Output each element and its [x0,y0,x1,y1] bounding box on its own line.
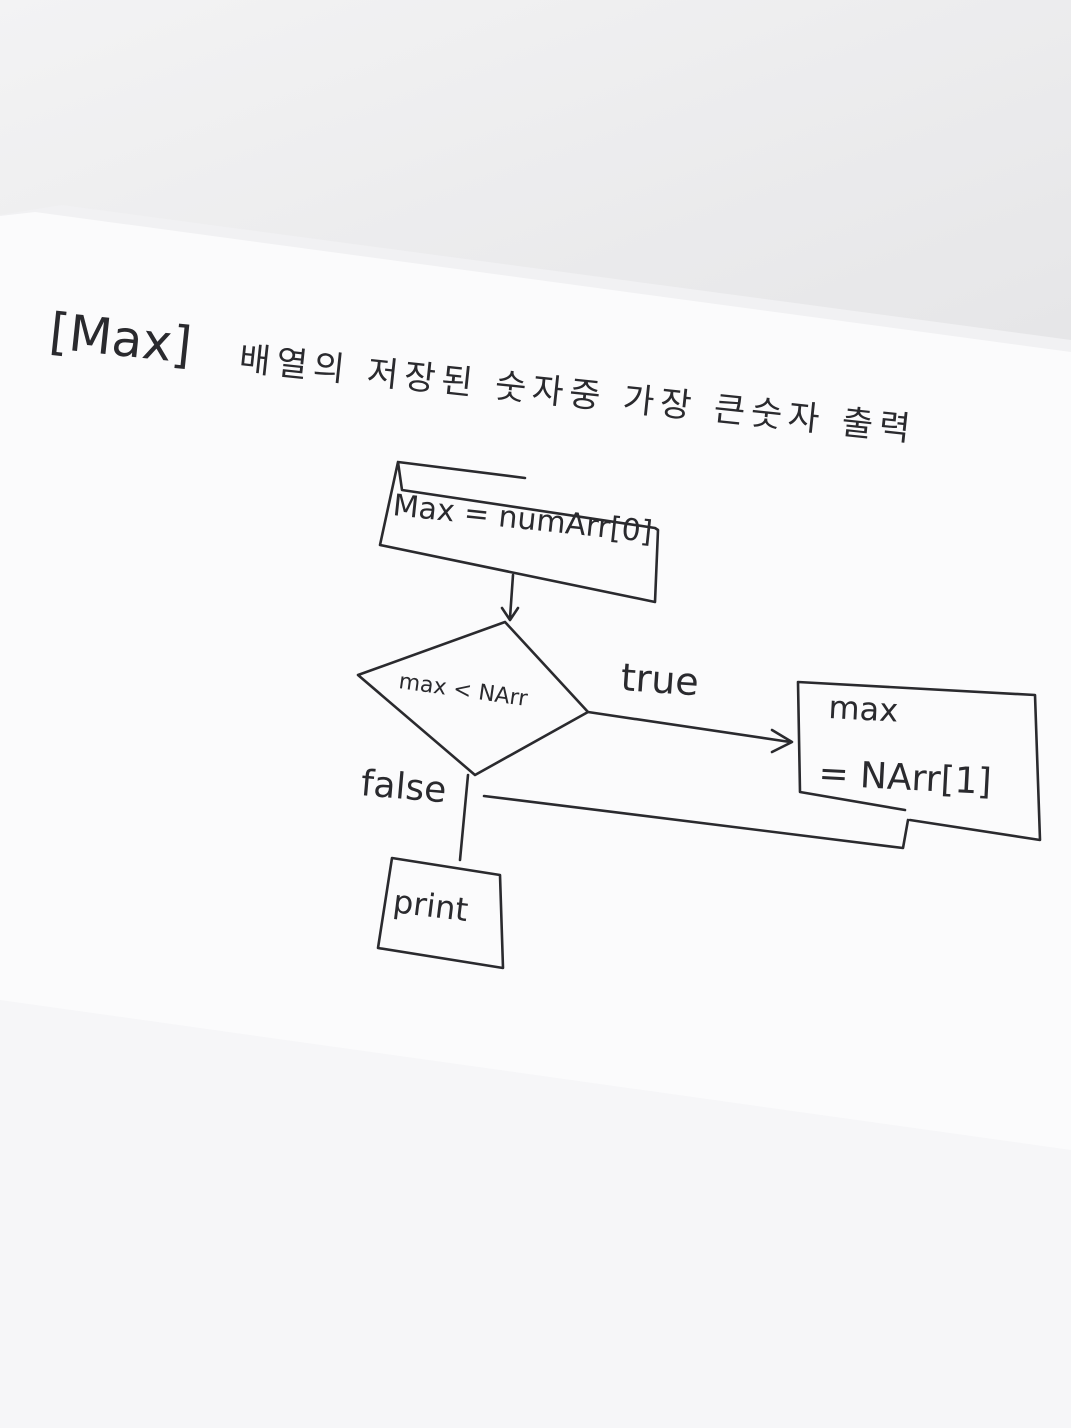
decision-diamond [356,620,590,777]
assignment-process-box [796,680,1042,842]
decision-condition-label: max < NArr [397,669,530,712]
title-description: 배열의 저장된 숫자중 가장 큰숫자 출력 [237,339,918,450]
init-to-decision-arrow [500,573,520,622]
title-bracket-label: [Max] [47,302,195,375]
init-process-box [378,460,660,604]
false-branch-label: false [359,763,448,811]
true-branch-label: true [619,655,700,704]
loop-back-line [482,794,910,850]
true-branch-arrow [586,710,794,754]
assignment-line-2: = NArr[1] [818,753,993,803]
output-print-box [376,856,505,970]
assignment-line-1: max [828,688,900,730]
false-branch-line [458,773,470,862]
paper-shadow [0,1000,1071,1428]
init-process-label: Max = numArr[0] [391,488,654,550]
output-print-label: print [391,882,470,929]
